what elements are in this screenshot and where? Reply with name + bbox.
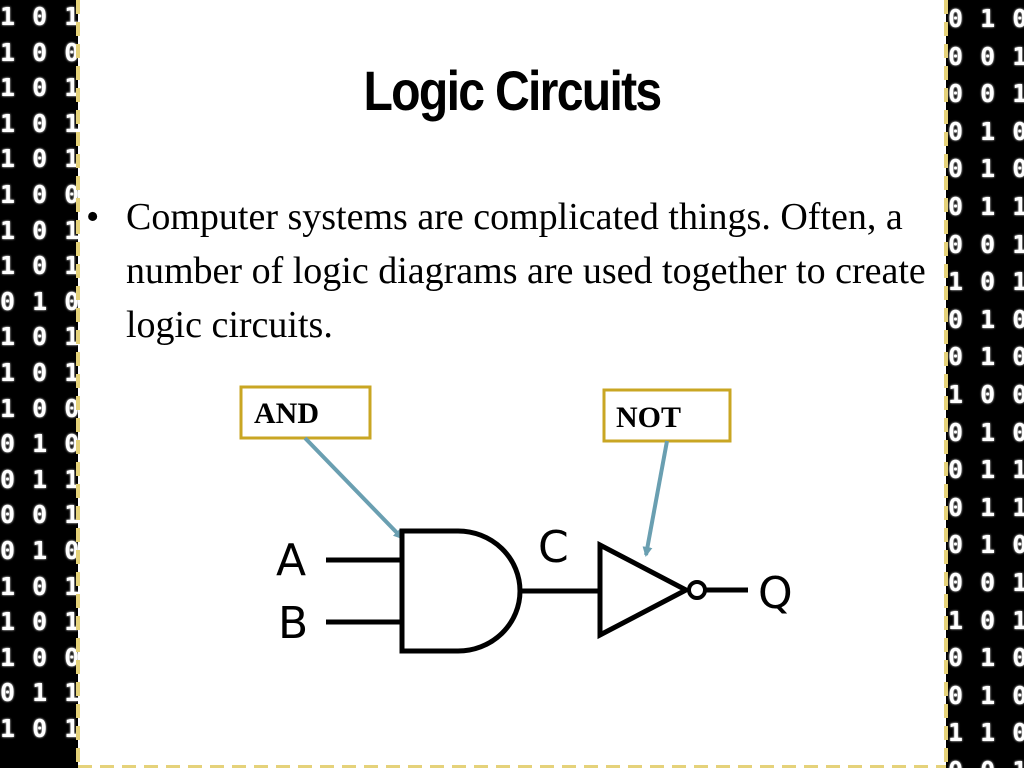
binary-digits: 0 1 0 (948, 4, 1024, 33)
binary-digits: 0 1 1 (0, 464, 78, 494)
binary-digits: 0 1 0 (948, 116, 1024, 146)
binary-digits: 1 0 1 (0, 73, 78, 103)
binary-digits: 1 0 1 (0, 215, 78, 245)
binary-digits: 0 1 1 (948, 492, 1024, 522)
binary-digits: 1 0 1 (0, 2, 78, 31)
output-q-label: Q (758, 568, 793, 619)
not-callout-box (602, 388, 732, 443)
input-b-label: B (278, 598, 308, 649)
binary-digits: 0 0 1 (948, 567, 1024, 597)
bottom-dashed-edge (78, 765, 946, 768)
binary-digits: 1 0 1 (0, 713, 78, 743)
not-gate-bubble (687, 580, 707, 600)
not-callout: NOT (602, 388, 732, 443)
binary-digits: 1 0 1 (948, 267, 1024, 297)
binary-digits: 1 0 1 (0, 357, 78, 387)
not-gate-symbol (597, 540, 692, 640)
binary-digits: 1 0 1 (0, 607, 78, 637)
right-binary-border: 0 1 0 0 0 1 0 0 1 0 1 0 0 1 0 0 1 1 0 0 1 1 0 1… (946, 0, 1024, 768)
binary-digits: 1 0 0 (0, 393, 78, 423)
right-dashed-edge (944, 0, 948, 768)
bullet-list: • Computer systems are complicated thing… (86, 190, 926, 352)
slide-title: Logic Circuits (363, 59, 662, 122)
binary-digits: 0 1 0 (948, 342, 1024, 372)
binary-digits: 0 0 1 (948, 41, 1024, 71)
binary-digits: 0 0 1 (0, 500, 78, 530)
binary-digits: 0 1 0 (948, 417, 1024, 447)
and-callout-label: AND (254, 397, 319, 430)
binary-digits: 0 1 0 (0, 429, 78, 459)
binary-digits: 1 0 1 (0, 322, 78, 352)
bullet-text: Computer systems are complicated things.… (126, 196, 926, 346)
binary-digits: 0 1 0 (948, 304, 1024, 334)
binary-digits: 1 0 1 (0, 251, 78, 281)
binary-digits: 0 0 1 (946, 752, 1024, 768)
binary-digits: 1 0 1 (0, 144, 78, 174)
binary-digits: 0 0 1 (948, 229, 1024, 259)
intermediate-c-label: C (538, 522, 569, 573)
and-callout: AND (239, 385, 372, 440)
binary-digits: 0 1 0 (948, 643, 1024, 673)
binary-digits: 1 0 0 (0, 37, 78, 67)
bullet-point-icon: • (86, 196, 100, 238)
and-gate-symbol (399, 528, 523, 654)
binary-digits: 1 0 1 (0, 571, 78, 601)
binary-digits: 0 1 1 (948, 455, 1024, 485)
binary-digits: 0 1 1 (0, 678, 78, 708)
binary-digits: 0 1 1 (948, 191, 1024, 221)
binary-digits: 0 1 0 (948, 530, 1024, 560)
binary-digits: 0 1 0 (0, 535, 78, 565)
binary-digits: 1 0 1 (948, 605, 1024, 635)
binary-digits: 1 0 0 (0, 179, 78, 209)
binary-digits: 1 0 0 (948, 379, 1024, 409)
binary-digits: 1 0 0 (0, 642, 78, 672)
binary-digits: 0 1 0 (948, 680, 1024, 710)
binary-digits: 1 1 0 (948, 718, 1024, 748)
not-pointer-arrow (642, 440, 669, 557)
binary-digits: 0 1 0 (948, 154, 1024, 184)
left-binary-border: 1 0 1 1 0 0 1 0 1 1 0 1 1 0 1 1 0 0 1 0 1 1 0 1… (0, 0, 78, 768)
input-a-label: A (276, 535, 306, 586)
binary-digits: 0 0 1 (948, 79, 1024, 109)
binary-digits: 1 0 1 (0, 108, 78, 138)
binary-digits: 0 1 0 (0, 286, 78, 316)
not-callout-label: NOT (616, 401, 681, 434)
and-pointer-arrow (303, 436, 404, 540)
left-dashed-edge (76, 0, 80, 768)
